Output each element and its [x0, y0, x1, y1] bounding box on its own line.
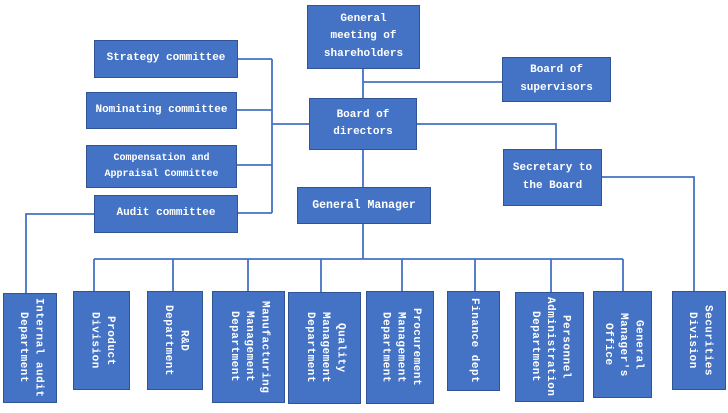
org-node-secretary-to-the-board: Secretary to the Board	[503, 149, 602, 206]
org-node-compensation-appraisal-committee: Compensation and Appraisal Committee	[86, 145, 237, 188]
org-node-product-division: Product Division	[73, 291, 130, 390]
org-node-procurement-management-department: Procurement Management Department	[366, 291, 434, 404]
org-node-manufacturing-management-department: Manufacturing Management Department	[212, 291, 285, 403]
connector-audit-internal-audit	[25, 213, 94, 294]
org-node-general-meeting-of-shareholders: General meeting of shareholders	[307, 5, 420, 69]
org-node-quality-management-department: Quality Management Department	[288, 292, 361, 404]
org-node-strategy-committee: Strategy committee	[94, 40, 238, 78]
org-node-general-manager: General Manager	[297, 187, 431, 224]
org-node-internal-audit-department: Internal audit Department	[3, 293, 57, 403]
org-node-finance-dept: Finance dept	[447, 291, 500, 391]
connector-directors-secretary	[417, 123, 557, 149]
org-node-audit-committee: Audit committee	[94, 195, 238, 233]
connector-secretary-securities	[602, 176, 695, 292]
org-node-nominating-committee: Nominating committee	[86, 92, 237, 129]
org-node-board-of-supervisors: Board of supervisors	[502, 57, 611, 102]
org-node-board-of-directors: Board of directors	[309, 98, 417, 150]
org-node-rd-department: R&D Department	[147, 291, 203, 390]
org-node-personnel-administration-department: Personnel Administration Department	[515, 292, 584, 402]
org-node-general-managers-office: General Manager's Office	[593, 291, 652, 398]
org-node-securities-division: Securities Division	[672, 291, 726, 390]
